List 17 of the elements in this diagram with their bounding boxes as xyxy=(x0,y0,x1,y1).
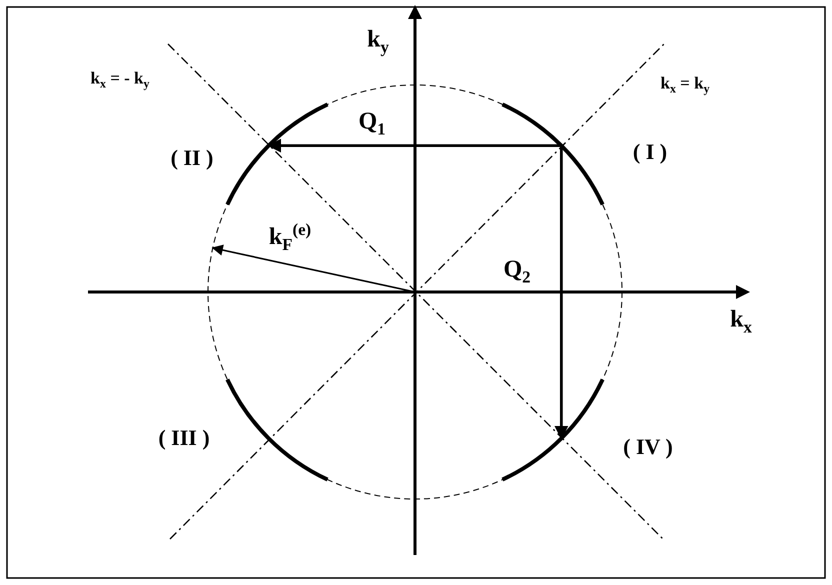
hot-spot-arc xyxy=(226,102,328,206)
arrow xyxy=(267,138,562,153)
region-label: ( II ) xyxy=(170,147,214,169)
edge-label: Q$_{2}$ xyxy=(503,258,531,286)
line-label: k$_{x}$ = k$_{y}$ xyxy=(660,74,710,96)
hot-spot-arc xyxy=(502,102,604,206)
hot-spot-arc xyxy=(226,378,328,482)
region-label: ( IV ) xyxy=(623,436,673,458)
region-label: ( I ) xyxy=(632,141,668,163)
hot-spot-arc xyxy=(502,378,604,482)
edge-label: Q$_{1}$ xyxy=(358,110,386,138)
axis-label: k$_{x}$ xyxy=(730,308,752,336)
fermi-circle xyxy=(208,84,622,500)
region-label: ( III ) xyxy=(158,427,210,449)
line-label: k$_{x}$ = - k$_{y}$ xyxy=(90,69,150,91)
arrow xyxy=(554,146,568,440)
axis-label: k$_{y}$ xyxy=(367,28,389,56)
